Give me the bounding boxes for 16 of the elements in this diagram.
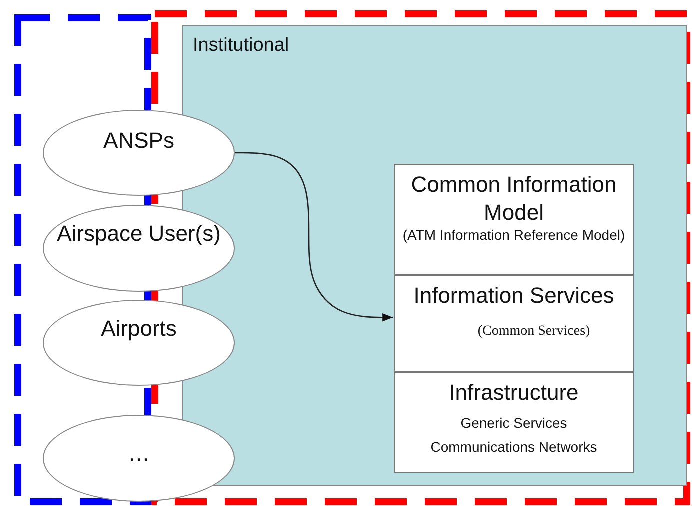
- layer-box: [394, 164, 634, 275]
- stakeholder-label: …: [127, 442, 151, 466]
- layer-box: [394, 275, 634, 372]
- arrow: [235, 152, 393, 322]
- stakeholder-label: Airspace User(s): [56, 222, 222, 246]
- layer-box: [394, 372, 634, 473]
- layer-subtitle: Communications Networks: [430, 440, 598, 456]
- layer-subtitle: (ATM Information Reference Model): [402, 228, 626, 244]
- layer-subtitle: (Common Services): [476, 324, 592, 339]
- panel-title: Institutional: [193, 36, 290, 57]
- layer-title: Common Information Model: [410, 171, 618, 226]
- stakeholder-label: ANSPs: [102, 129, 176, 154]
- layer-subtitle: Generic Services: [460, 416, 568, 431]
- layer-title: Infrastructure: [448, 379, 580, 406]
- layer-title: Information Services: [412, 282, 616, 310]
- stakeholder-label: Airports: [100, 317, 178, 342]
